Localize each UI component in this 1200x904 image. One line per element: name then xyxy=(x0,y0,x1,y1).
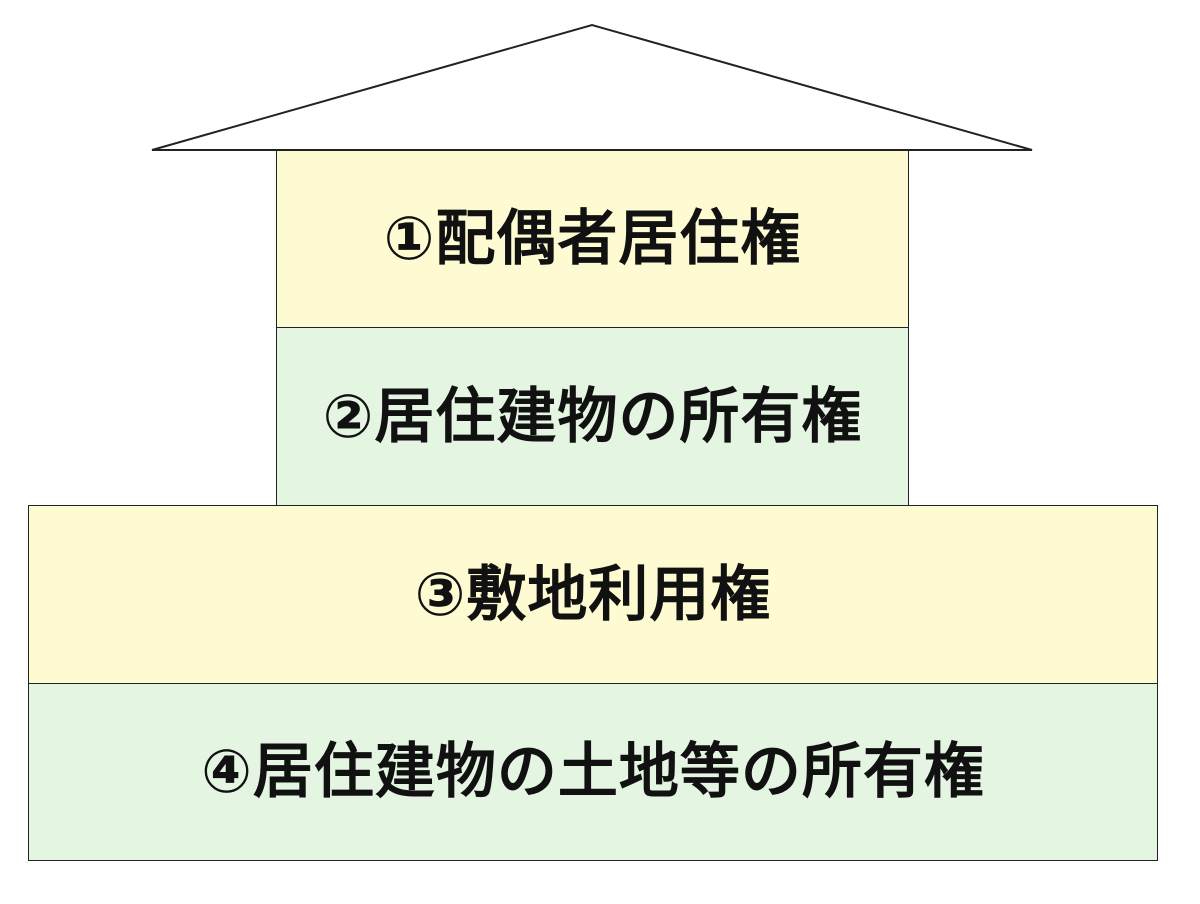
layer-label: ③敷地利用権 xyxy=(414,559,772,630)
layer-label: ④居住建物の土地等の所有権 xyxy=(201,737,985,807)
layer-spouse-residence-right: ①配偶者居住権 xyxy=(276,150,909,328)
roof-outline xyxy=(151,23,1033,151)
layer-site-use-right: ③敷地利用権 xyxy=(28,505,1158,684)
layer-label: ②居住建物の所有権 xyxy=(322,381,863,452)
layer-building-ownership: ②居住建物の所有権 xyxy=(276,327,909,506)
layer-label: ①配偶者居住権 xyxy=(383,204,802,274)
layer-land-ownership: ④居住建物の土地等の所有権 xyxy=(28,683,1158,861)
